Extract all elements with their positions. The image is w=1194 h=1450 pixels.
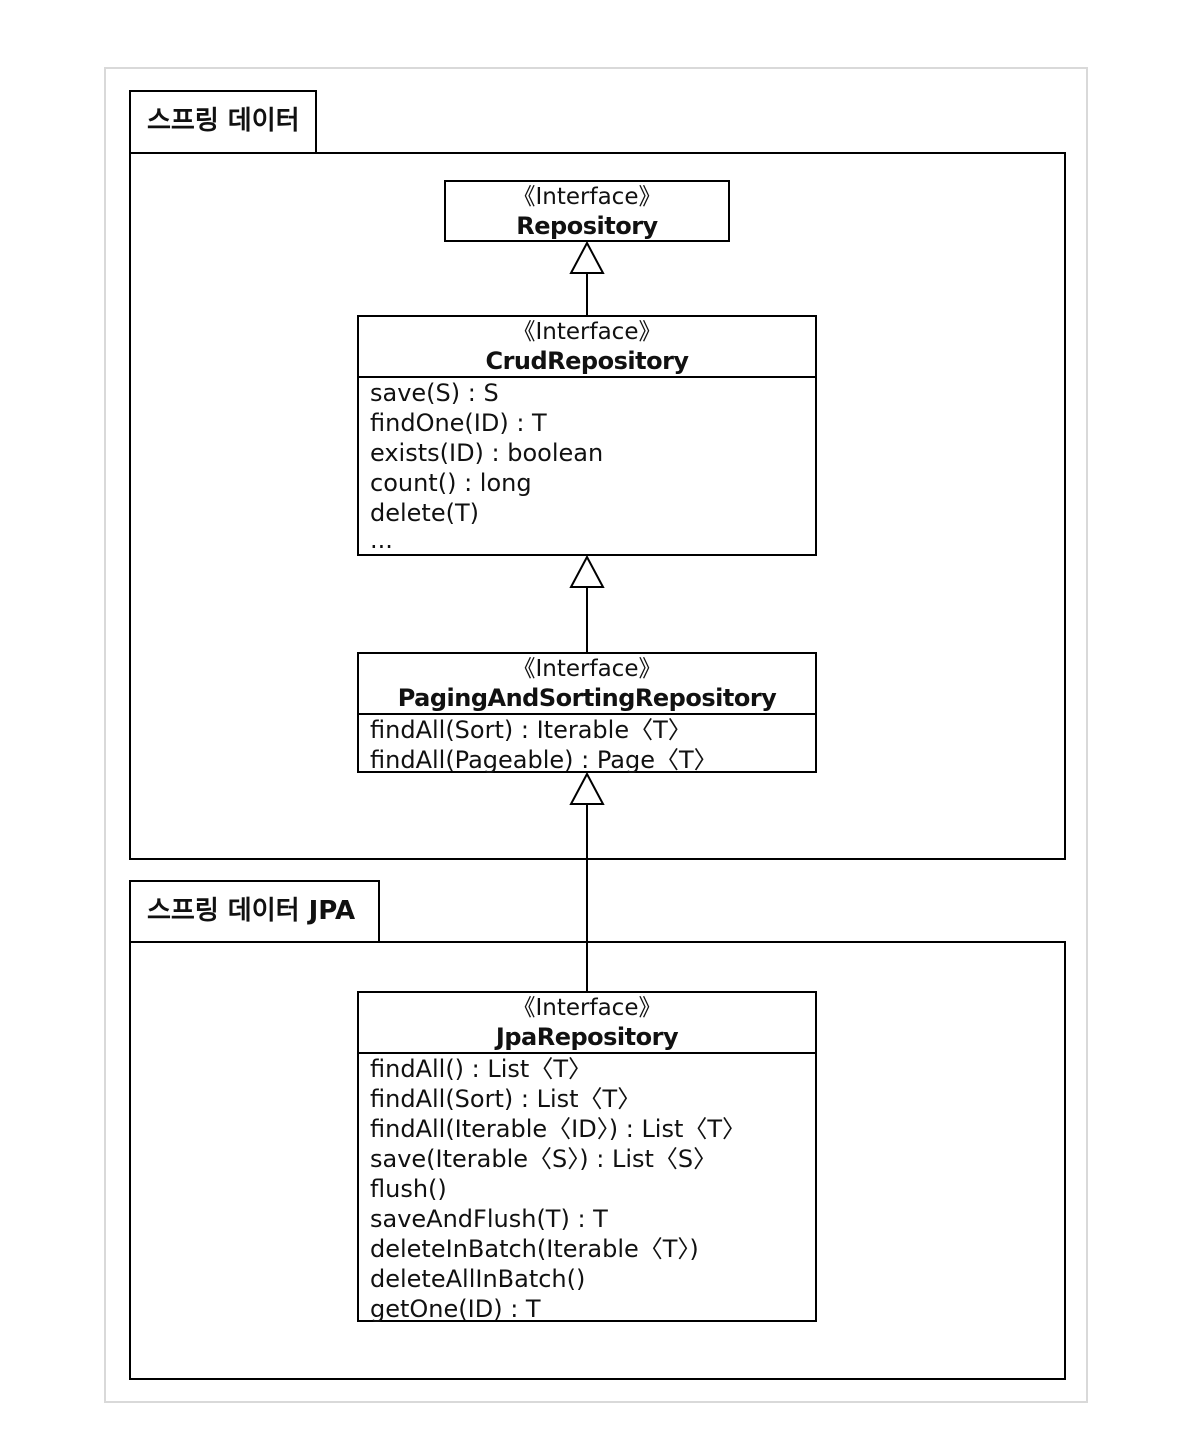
method-item: delete(T): [370, 499, 479, 527]
method-item: exists(ID) : boolean: [370, 439, 604, 467]
stereotype-label: 《Interface》: [512, 656, 662, 682]
package-tab-spring-data-jpa: 스프링 데이터 JPA: [129, 880, 380, 943]
interface-name: JpaRepository: [495, 1023, 679, 1051]
method-list: findAll() : List〈T〉 findAll(Sort) : List…: [359, 1054, 815, 1324]
method-item: saveAndFlush(T) : T: [370, 1205, 608, 1233]
method-item: findAll(Pageable) : Page〈T〉: [370, 746, 718, 774]
interface-header: 《Interface》 JpaRepository: [359, 993, 815, 1054]
generalization-arrow-repository: [569, 240, 605, 274]
diagram-frame: [104, 67, 1088, 1403]
method-item: findAll(Sort) : List〈T〉: [370, 1085, 642, 1113]
interface-repository: 《Interface》 Repository: [444, 180, 730, 242]
method-item: deleteAllInBatch(): [370, 1265, 586, 1293]
interface-header: 《Interface》 PagingAndSortingRepository: [359, 654, 815, 715]
method-item: save(Iterable〈S〉) : List〈S〉: [370, 1145, 718, 1173]
method-item: findAll() : List〈T〉: [370, 1055, 592, 1083]
interface-crud-repository: 《Interface》 CrudRepository save(S) : S f…: [357, 315, 817, 556]
stereotype-label: 《Interface》: [512, 995, 662, 1021]
interface-name: CrudRepository: [485, 347, 689, 375]
method-item: ...: [370, 526, 393, 554]
stereotype-label: 《Interface》: [512, 184, 662, 210]
method-item: getOne(ID) : T: [370, 1295, 541, 1323]
interface-jpa-repository: 《Interface》 JpaRepository findAll() : Li…: [357, 991, 817, 1324]
interface-header: 《Interface》 CrudRepository: [359, 317, 815, 378]
generalization-arrow-crud: [569, 554, 605, 588]
method-item: findAll(Sort) : Iterable〈T〉: [370, 716, 692, 744]
method-item: findOne(ID) : T: [370, 409, 547, 437]
package-label-spring-data-jpa: 스프링 데이터 JPA: [147, 896, 356, 926]
method-item: flush(): [370, 1175, 447, 1203]
method-item: findAll(Iterable〈ID〉) : List〈T〉: [370, 1115, 747, 1143]
generalization-arrow-paging: [569, 771, 605, 805]
package-spring-data-jpa: [129, 941, 1066, 1380]
stereotype-label: 《Interface》: [512, 319, 662, 345]
method-item: save(S) : S: [370, 379, 499, 407]
method-item: deleteInBatch(Iterable〈T〉): [370, 1235, 699, 1263]
interface-paging-and-sorting-repository: 《Interface》 PagingAndSortingRepository f…: [357, 652, 817, 775]
interface-name: Repository: [516, 212, 658, 240]
method-item: count() : long: [370, 469, 532, 497]
method-list: findAll(Sort) : Iterable〈T〉 findAll(Page…: [359, 715, 815, 775]
interface-header: 《Interface》 Repository: [446, 182, 728, 241]
interface-name: PagingAndSortingRepository: [397, 684, 777, 712]
package-tab-spring-data: 스프링 데이터: [129, 90, 317, 154]
package-label-spring-data: 스프링 데이터: [147, 106, 300, 136]
method-list: save(S) : S findOne(ID) : T exists(ID) :…: [359, 378, 815, 552]
package-spring-data: [129, 152, 1066, 860]
